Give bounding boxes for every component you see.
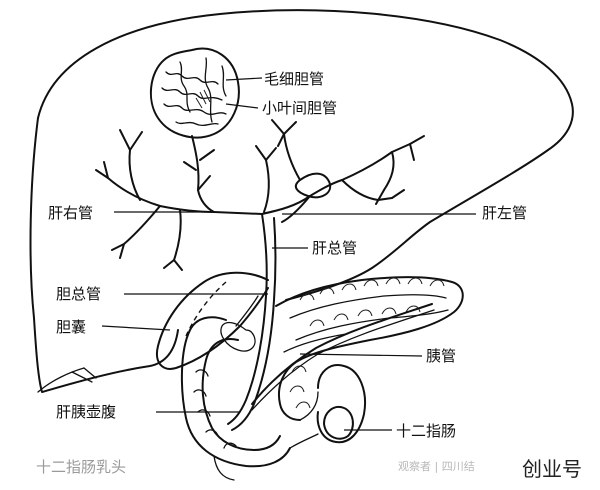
label-left-hepatic-duct: 肝左管 [482, 204, 527, 222]
label-common-bile-duct: 胆总管 [56, 285, 101, 303]
gallbladder [156, 271, 269, 370]
label-duodenum: 十二指肠 [396, 422, 456, 440]
leader-lines [101, 77, 476, 431]
liver [29, 9, 574, 393]
label-duodenal-papilla: 十二指肠乳头 [36, 458, 126, 476]
label-interlobular-bile-duct: 小叶间胆管 [262, 99, 337, 117]
label-right-hepatic-duct: 肝右管 [48, 204, 93, 222]
label-gallbladder: 胆囊 [56, 318, 86, 336]
hepatic-lobule [149, 47, 240, 139]
watermark-source: 观察者 | 四川结 [398, 459, 475, 473]
label-capillary-bile-duct: 毛细胆管 [264, 70, 324, 88]
common-bile-duct [227, 213, 277, 431]
watermark-brand: 创业号 [522, 457, 582, 481]
left-hepatic-duct-tree [255, 119, 425, 223]
pancreas [251, 276, 464, 421]
right-hepatic-duct-tree [95, 129, 263, 271]
label-hepatopancreatic-ampulla: 肝胰壶腹 [56, 403, 116, 421]
duodenum [180, 316, 366, 481]
label-common-hepatic-duct: 肝总管 [312, 239, 357, 257]
label-pancreatic-duct: 胰管 [426, 347, 456, 365]
